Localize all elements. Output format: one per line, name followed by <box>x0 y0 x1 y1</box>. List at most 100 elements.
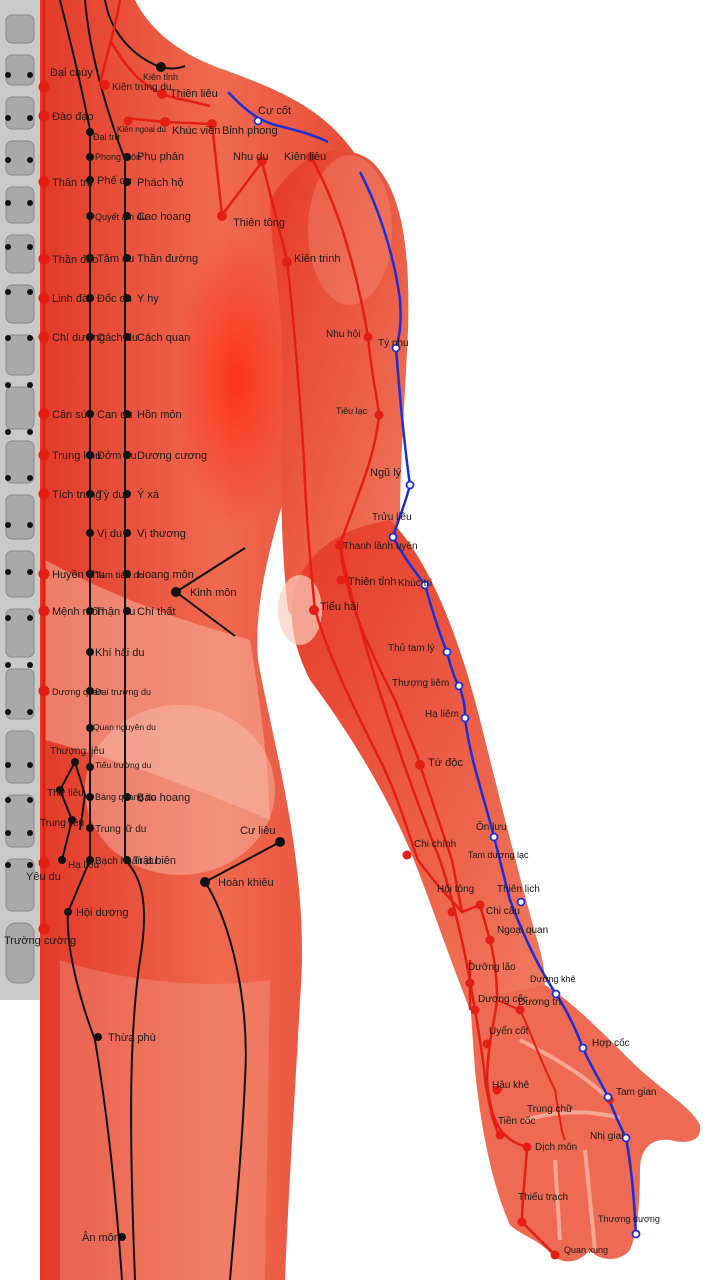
label-bang-quang-du: Bàng quang du <box>95 792 156 802</box>
label-tam-du: Tâm du <box>97 253 134 265</box>
label-tieu-truong-du: Tiểu trường du <box>95 760 152 770</box>
label-quan-xung: Quan xung <box>564 1245 608 1255</box>
label-dao-dao: Đào đạo <box>52 111 94 123</box>
bladder-inner-line <box>59 0 91 860</box>
thigh-highlight <box>60 960 270 1280</box>
gluteal-highlight <box>85 705 275 875</box>
label-than-tru: Thân trụ <box>52 177 93 189</box>
label-phach-ho: Phách hộ <box>137 177 183 189</box>
label-khi-hai-du: Khí hải du <box>95 647 145 659</box>
label-vi-thuong: Vị thương <box>137 528 186 540</box>
bladder-outer-line <box>84 0 146 1281</box>
label-hoi-tong: Hội tông <box>437 884 474 895</box>
sacral-zigzag <box>58 761 87 861</box>
label-cu-cot: Cự cốt <box>258 105 291 117</box>
label-than-dao: Thần đạo <box>52 254 98 266</box>
label-thuong-lieu: Thượng liêu <box>50 746 104 757</box>
large-intestine-line <box>358 171 638 1235</box>
label-tu-doc: Tứ độc <box>428 757 463 769</box>
label-chi-chinh: Chi chính <box>414 839 456 850</box>
label-ty-nhu: Tý nhu <box>378 338 409 349</box>
label-can-suc: Cân súc <box>52 409 93 421</box>
si-arm-line <box>309 156 422 766</box>
label-thu-tam-ly: Thủ tam lý <box>388 642 435 654</box>
label-binh-phong: Bỉnh phong <box>222 125 278 137</box>
label-menh-mon: Mệnh môn <box>52 606 104 618</box>
label-thuong-duong: Thương dương <box>598 1214 660 1224</box>
label-hop-coc: Hợp cốc <box>592 1037 630 1049</box>
label-quan-nguyen-du: Quan nguyên du <box>93 722 156 732</box>
label-tam-duong-lac: Tam dương lạc <box>468 850 529 860</box>
label-hoan-khieu: Hoàn khiêu <box>218 877 274 889</box>
label-tam-gian: Tam gian <box>616 1087 657 1098</box>
label-bach-hoan-du: Bạch hoàn du <box>95 856 157 867</box>
label-tru-lieu: Trửu liêu <box>372 511 412 523</box>
label-y-xa: Ý xá <box>137 488 160 501</box>
label-thanh-lanh-uyen: Thanh lãnh uyên <box>343 541 418 552</box>
label-dai-tru: Đại trữ <box>93 132 121 142</box>
label-cach-du: Cách du <box>97 332 138 344</box>
label-kinh-mon: Kinh môn <box>190 587 236 599</box>
te-forearm-line <box>418 764 556 1256</box>
label-nhu-hoi: Nhu hội <box>326 329 360 340</box>
body-silhouette <box>0 0 701 1280</box>
label-chi-that: Chí thất <box>137 606 176 618</box>
label-thu-lieu: Thứ liêu <box>47 788 84 799</box>
label-huyen-khu: Huyền khu <box>52 569 105 581</box>
label-kien-trinh: Kiên trinh <box>294 253 340 265</box>
meridian-lines <box>42 0 638 1281</box>
label-tieu-hai: Tiểu hải <box>320 601 359 613</box>
te-arm-line <box>260 161 463 913</box>
label-nhu-du: Nhu du <box>233 151 268 163</box>
label-duong-lao: Dưỡng lão <box>468 962 516 973</box>
label-ha-lieu: Hạ liêu <box>68 860 99 871</box>
label-trung-khu: Trung khu <box>52 450 101 462</box>
label-cu-lieu: Cư liêu <box>240 825 276 837</box>
label-uyen-cot: Uyển cốt <box>489 1025 529 1037</box>
label-dich-mon: Dịch môn <box>535 1142 577 1153</box>
label-dai-chuy: Đại chùy <box>50 67 93 79</box>
label-trung-lieu: Trung liêu <box>40 818 84 829</box>
label-bao-hoang: Bào hoang <box>137 792 190 804</box>
label-hoi-duong: Hội dương <box>76 907 129 919</box>
label-duong-quan: Dương quan <box>52 687 103 697</box>
label-vi-du: Vị du <box>97 528 122 540</box>
label-trung-chu: Trung chữ <box>527 1104 573 1115</box>
label-ngoai-quan: Ngoại quan <box>497 925 548 936</box>
label-cach-quan: Cách quan <box>137 332 190 344</box>
label-tich-trung: Tích trung <box>52 489 102 501</box>
label-trat-bien: Trật biên <box>133 855 176 867</box>
label-duong-coc: Dương cốc <box>478 993 528 1005</box>
label-thien-tong: Thiên tông <box>233 217 285 229</box>
latissimus-shade <box>175 230 295 530</box>
label-tieu-lac: Tiêu lạc <box>336 406 368 416</box>
label-than-du: Thận du <box>95 606 135 618</box>
label-kien-tinh: Kiên tỉnh <box>143 72 178 82</box>
label-hon-mon: Hồn môn <box>137 409 182 421</box>
label-ha-liem: Hạ liêm <box>425 709 459 720</box>
label-thieu-trach: Thiếu trạch <box>518 1191 568 1203</box>
label-quyet-am-du: Quyết âm du <box>95 212 147 222</box>
label-dom-du: Đởm du <box>97 450 137 462</box>
label-yeu-du: Yêu du <box>26 871 61 883</box>
label-tien-coc: Tiền cốc <box>498 1115 535 1127</box>
label-chi-duong: Chí dương <box>52 332 105 344</box>
si-shoulder-line <box>98 0 263 219</box>
label-thuong-liem: Thượng liêm <box>392 678 449 689</box>
point-labels: Đại chùy Đào đạo Thân trụ Thần đạo Linh … <box>4 67 660 1255</box>
label-duong-khe: Dương khê <box>530 974 575 984</box>
label-phu-phan: Phụ phân <box>137 151 184 163</box>
label-ngu-ly: Ngũ lý <box>370 467 402 479</box>
label-on-luu: Ôn lưu <box>476 820 507 833</box>
label-dai-truong-du: Đại trường du <box>95 687 151 697</box>
cu-cot-line <box>227 91 329 144</box>
label-can-du: Can du <box>97 409 132 421</box>
label-trung-lu-du: Trung lữ du <box>95 824 146 835</box>
label-linh-dai: Linh đài <box>52 293 91 305</box>
label-doc-du: Đốc du <box>97 293 132 305</box>
label-thien-tinh: Thiên tỉnh <box>348 576 396 588</box>
label-thua-phu: Thừa phù <box>108 1032 156 1044</box>
label-ty-du: Tỳ du <box>97 489 125 501</box>
